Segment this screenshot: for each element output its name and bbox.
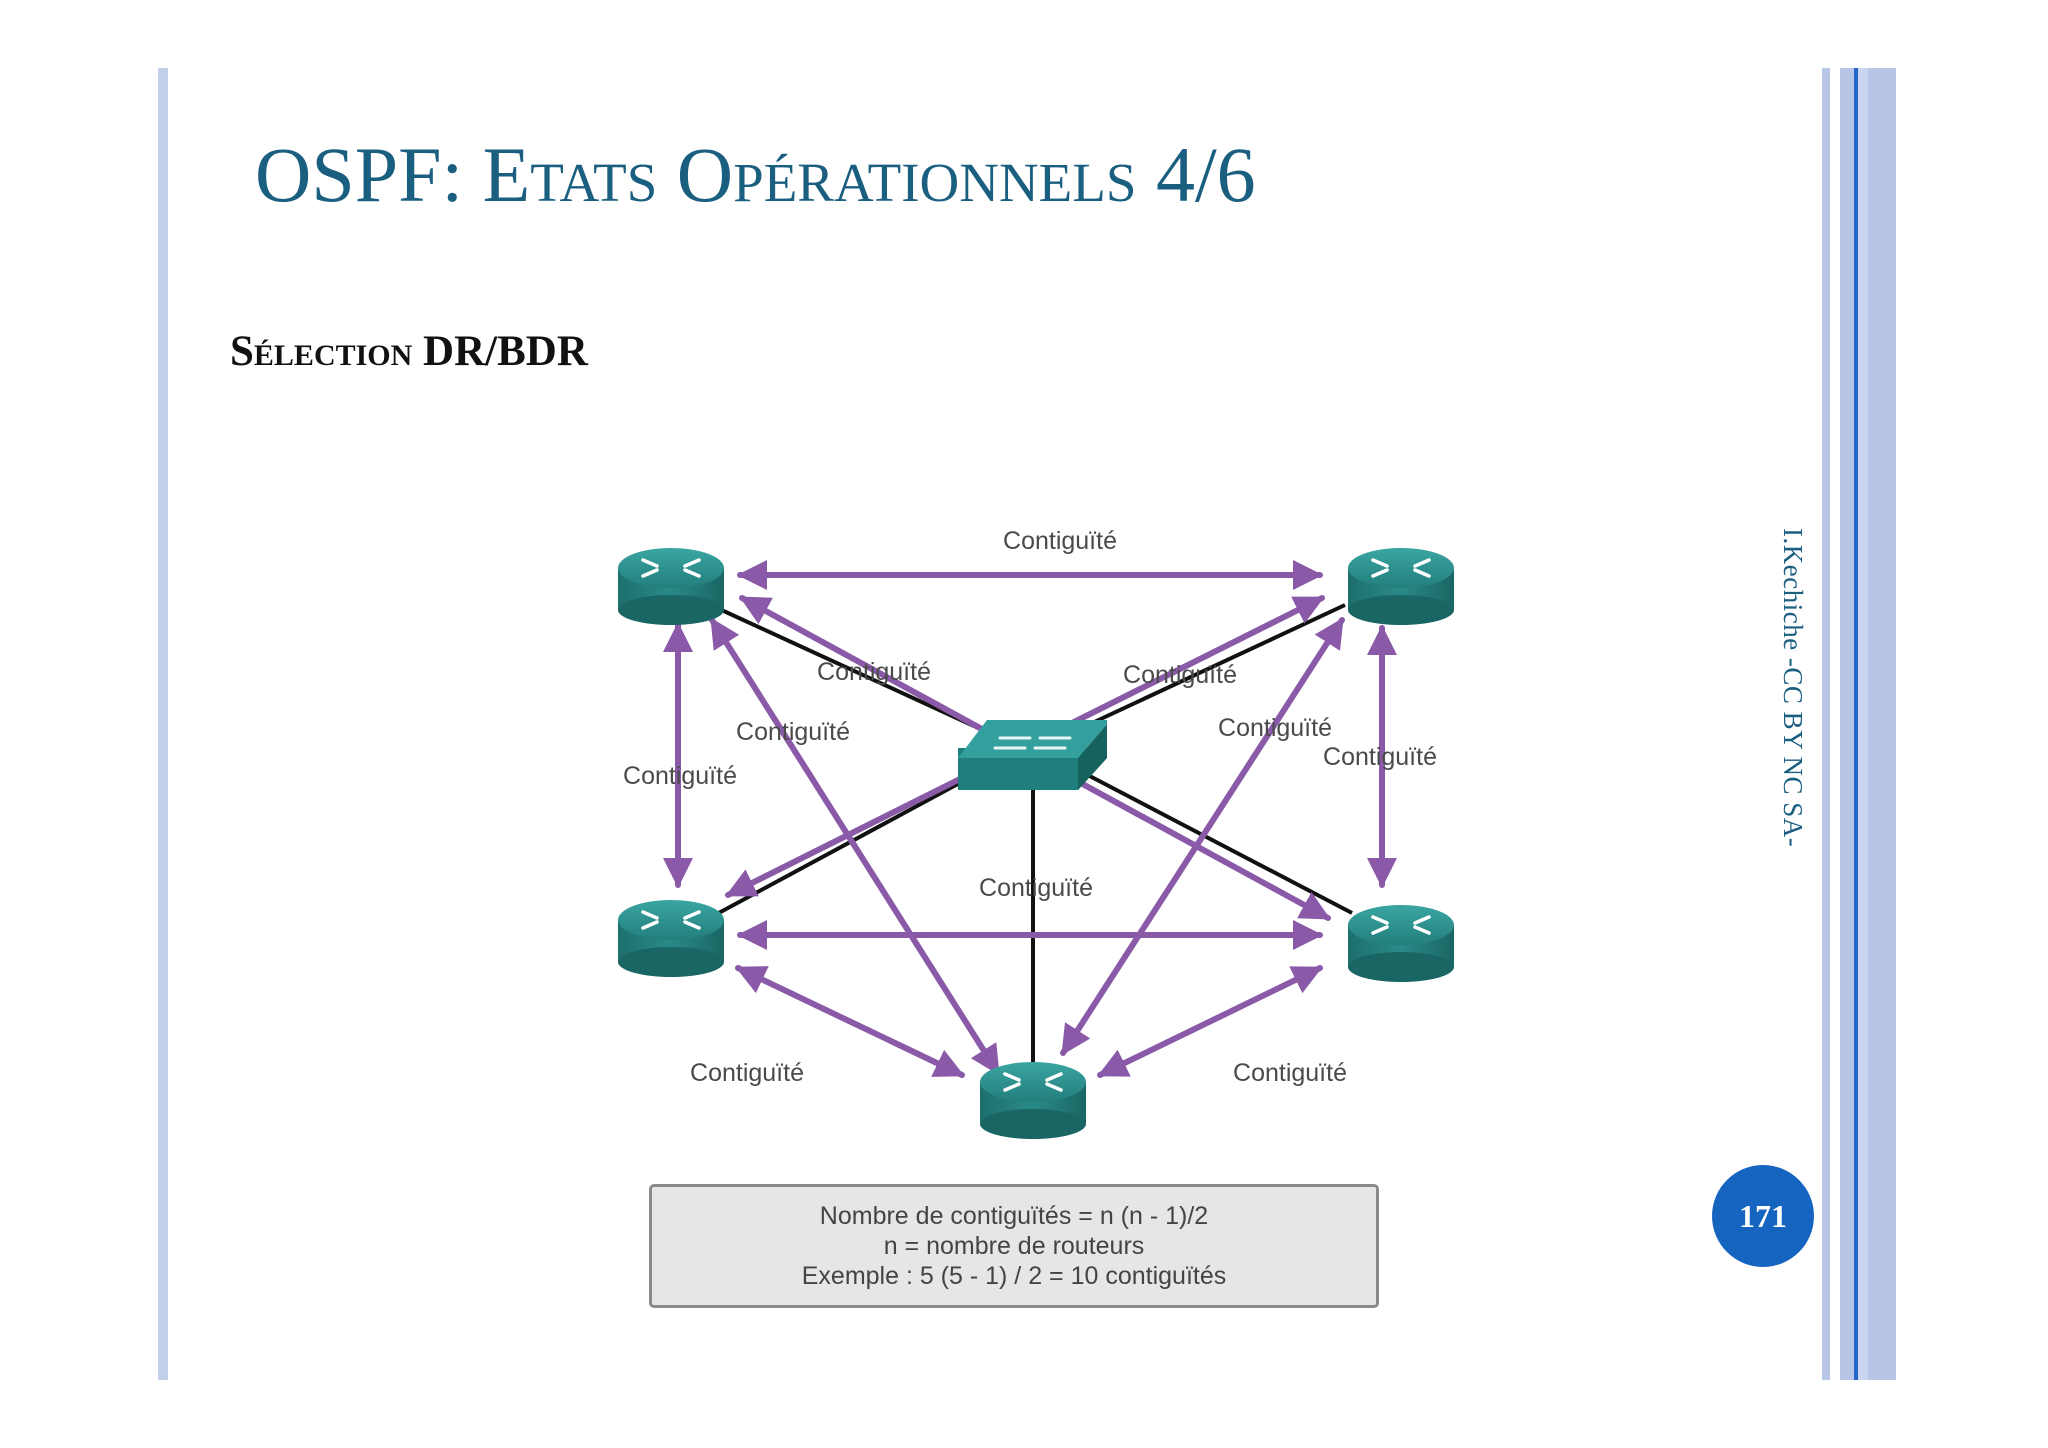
page-number: 171 bbox=[1739, 1197, 1787, 1234]
title-prefix: OSPF: bbox=[255, 131, 483, 218]
adjacency-arrows bbox=[663, 560, 1397, 1078]
adjacency-label: Contiguïté bbox=[623, 762, 737, 790]
section-subtitle: Sélection DR/BDR bbox=[230, 328, 588, 375]
formula-line: Exemple : 5 (5 - 1) / 2 = 10 contiguïtés bbox=[801, 1262, 1227, 1290]
adjacency-arrow bbox=[735, 965, 965, 1078]
slide-title: OSPF: Etats Opérationnels 4/6 bbox=[255, 136, 1256, 214]
router-icon bbox=[1348, 905, 1454, 982]
title-main: Etats Opérationnels 4/6 bbox=[482, 131, 1256, 218]
left-border-rule bbox=[158, 68, 168, 1380]
adjacency-label: Contiguïté bbox=[736, 718, 850, 746]
right-border-stripes bbox=[1822, 68, 1896, 1380]
author-credit: I.Kechiche -CC BY NC SA- bbox=[1778, 528, 1808, 848]
adjacency-label: Contiguïté bbox=[817, 658, 931, 686]
adjacency-label: Contiguïté bbox=[1323, 743, 1437, 771]
adjacency-label: Contiguïté bbox=[979, 874, 1093, 902]
page-number-badge: 171 bbox=[1712, 1165, 1814, 1267]
switch-icon bbox=[958, 720, 1107, 790]
adjacency-label: Contiguïté bbox=[1233, 1059, 1347, 1087]
adjacency-label: Contiguïté bbox=[1123, 661, 1237, 689]
adjacency-label: Contiguïté bbox=[1218, 714, 1332, 742]
adjacency-arrow bbox=[1097, 965, 1323, 1078]
router-icon bbox=[618, 548, 724, 625]
formula-line: Nombre de contiguïtés = n (n - 1)/2 bbox=[819, 1202, 1209, 1230]
formula-box: Nombre de contiguïtés = n (n - 1)/2 n = … bbox=[649, 1184, 1379, 1308]
router-icon bbox=[1348, 548, 1454, 625]
formula-line: n = nombre de routeurs bbox=[883, 1232, 1145, 1260]
router-icon bbox=[980, 1062, 1086, 1139]
adjacency-arrow bbox=[709, 617, 1001, 1076]
adjacency-label: Contiguïté bbox=[1003, 527, 1117, 555]
adjacency-label: Contiguïté bbox=[690, 1059, 804, 1087]
router-icon bbox=[618, 900, 724, 977]
